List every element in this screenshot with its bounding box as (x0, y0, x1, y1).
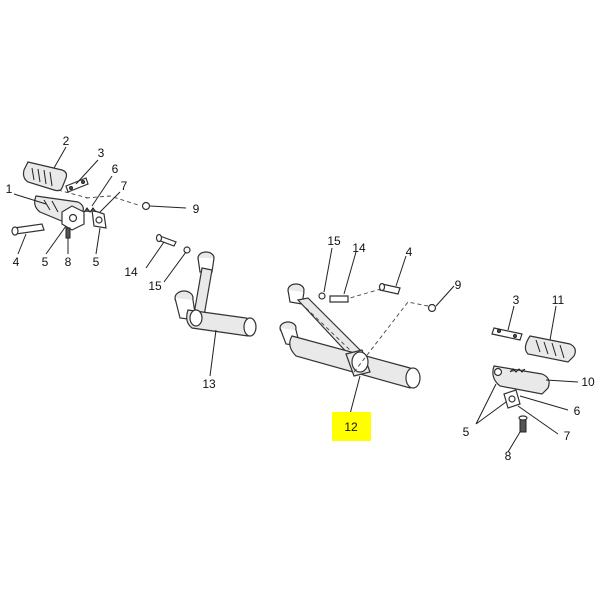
right-footpeg-bracket (279, 282, 437, 389)
callout-7: 7 (564, 429, 571, 443)
footpeg-ribs-left (31, 167, 53, 187)
callout-2: 2 (63, 134, 70, 148)
callout-6: 6 (112, 162, 119, 176)
callout-11: 11 (552, 293, 565, 307)
callout-12: 12 (344, 420, 358, 434)
callout-15: 15 (327, 234, 341, 248)
callout-4: 4 (13, 255, 20, 269)
washer-15-right (318, 292, 326, 300)
callout-7: 7 (121, 179, 128, 193)
callout-6: 6 (574, 404, 581, 418)
bolt-14-right (329, 295, 349, 303)
callout-8: 8 (505, 449, 512, 463)
callout-8: 8 (65, 255, 72, 269)
callout-10: 10 (581, 375, 595, 389)
callout-1: 1 (6, 182, 13, 196)
washer-15-left (183, 246, 191, 254)
washer-right (427, 303, 437, 313)
callout-13: 13 (202, 377, 216, 391)
callout-9: 9 (193, 202, 200, 216)
leader-lines (13, 146, 579, 453)
washer-left (141, 201, 151, 211)
callout-9: 9 (455, 278, 462, 292)
footpeg-body-right (492, 365, 550, 395)
callout-15: 15 (148, 279, 162, 293)
callout-5: 5 (463, 425, 470, 439)
callout-3: 3 (98, 146, 105, 160)
left-footpeg-bracket (155, 233, 257, 337)
callout-5: 5 (42, 255, 49, 269)
callout-labels: 2 3 6 7 1 9 4 5 8 5 14 15 13 15 14 4 9 1… (6, 134, 595, 463)
callout-14: 14 (352, 241, 366, 255)
spring-left (83, 207, 97, 213)
callout-3: 3 (513, 293, 520, 307)
footpeg-plate-left (65, 177, 89, 193)
callout-4: 4 (406, 245, 413, 259)
right-footpeg-assembly (491, 327, 576, 433)
pin-left (13, 223, 45, 235)
highlight-box (332, 412, 371, 441)
footpeg-plate-right (491, 327, 523, 341)
callout-5: 5 (93, 255, 100, 269)
bolt-left (65, 227, 71, 239)
callout-14: 14 (124, 265, 138, 279)
